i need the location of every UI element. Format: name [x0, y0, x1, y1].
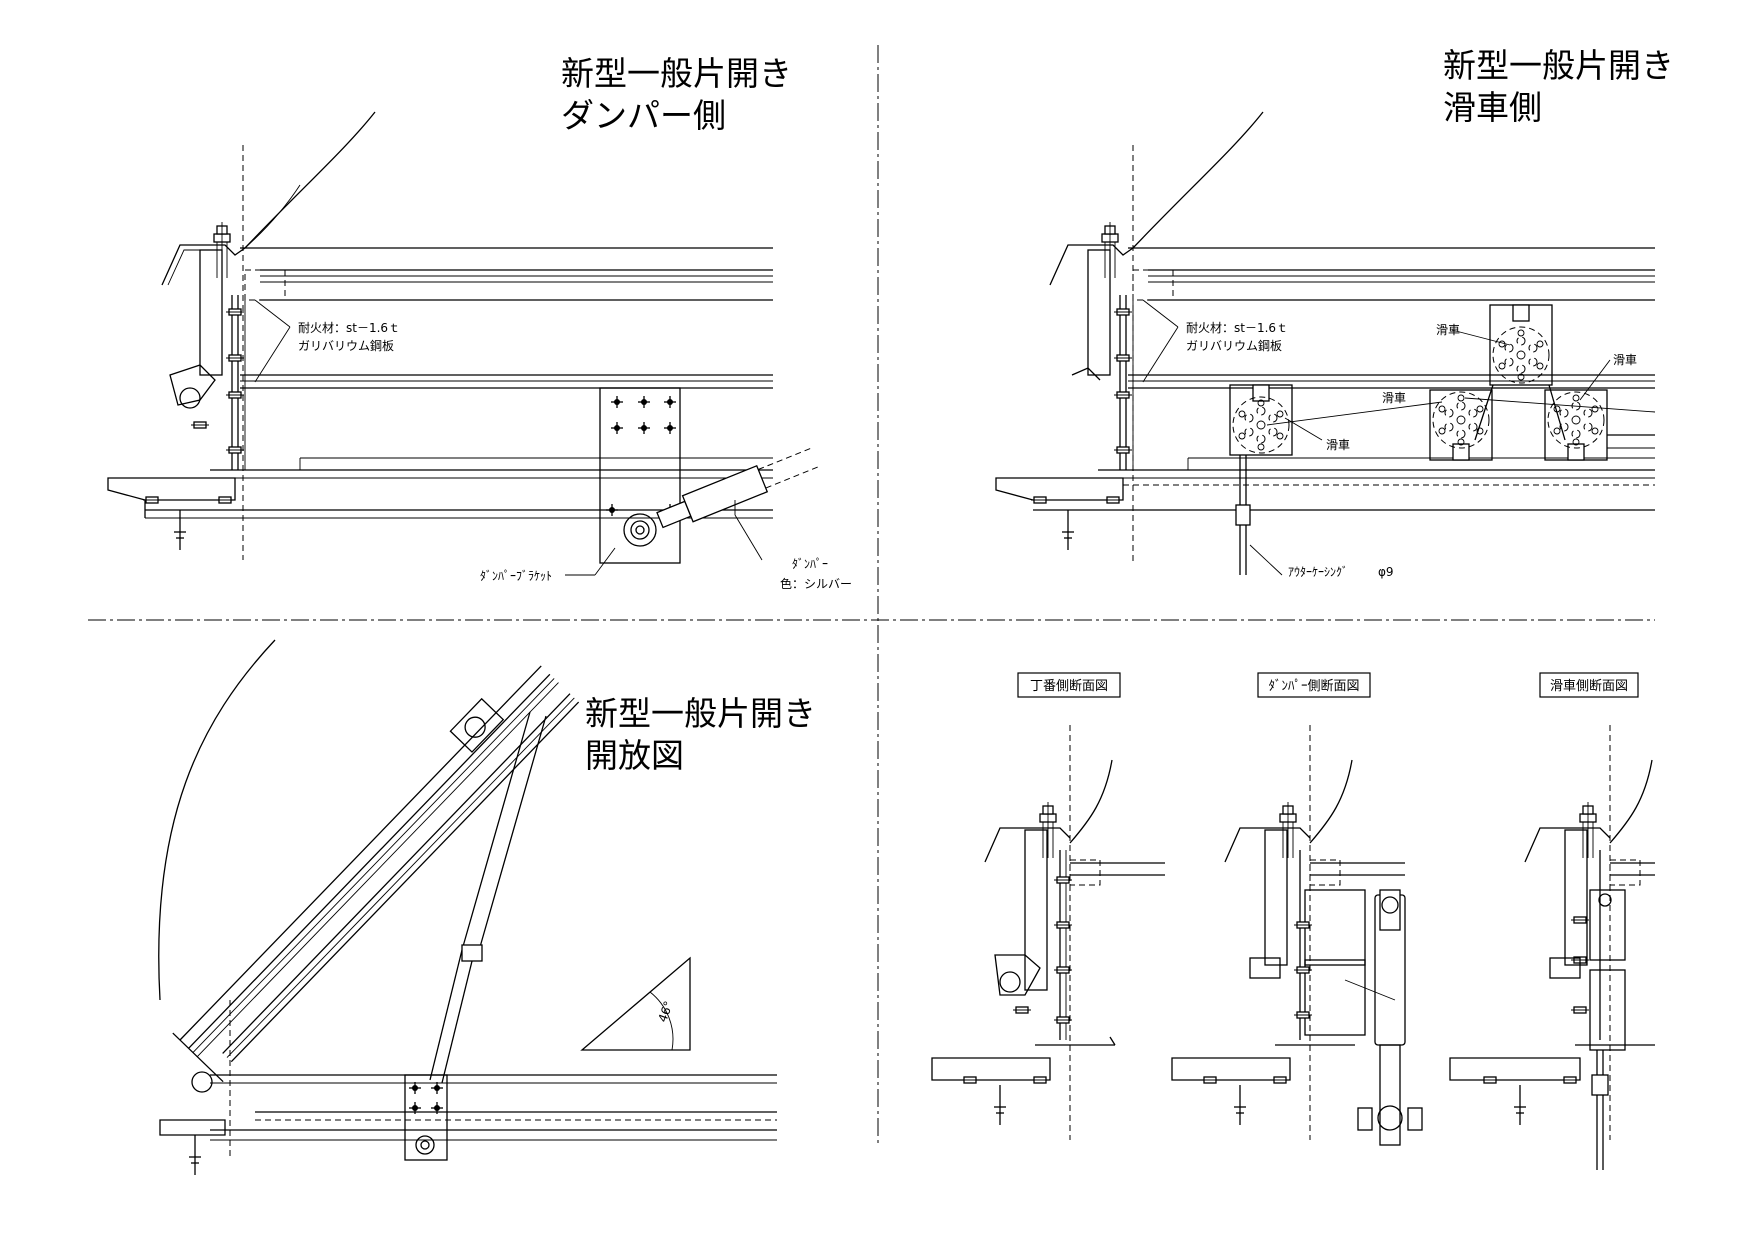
q2-pulley-side-drawing	[995, 111, 1656, 576]
damper-label: ﾀﾞﾝﾊﾟｰ	[792, 557, 828, 571]
pulley-label-4: 滑車	[1326, 438, 1350, 452]
q1-damper-side-drawing	[107, 111, 822, 576]
title-q3: 新型一般片開き 開放図	[585, 693, 816, 777]
title-q1: 新型一般片開き ダンパー側	[561, 53, 792, 137]
fire-material-label-q2-line2: ガリバリウム鋼板	[1186, 339, 1282, 353]
outer-casing-diameter-label: φ9	[1378, 565, 1394, 579]
title-q2-line2: 滑車側	[1443, 88, 1542, 127]
pulley-label-3: 滑車	[1382, 391, 1406, 405]
section-label-pulley: 滑車側断面図	[1550, 679, 1628, 694]
damper-bracket-label: ﾀﾞﾝﾊﾟｰﾌﾞﾗｹｯﾄ	[480, 569, 552, 583]
fire-material-label-q1-line1: 耐火材：st－1.6ｔ	[298, 321, 400, 335]
title-q1-line1: 新型一般片開き	[561, 54, 792, 93]
fire-material-label-q2-line1: 耐火材：st－1.6ｔ	[1186, 321, 1288, 335]
section-label-box-pulley	[1539, 672, 1639, 698]
section-label-damper: ﾀﾞﾝﾊﾟｰ側断面図	[1268, 679, 1359, 694]
damper-color-label: 色：シルバー	[780, 577, 852, 591]
section-label-hinge: 丁番側断面図	[1030, 679, 1108, 694]
title-q1-line2: ダンパー側	[561, 96, 726, 135]
title-q2: 新型一般片開き 滑車側	[1443, 45, 1674, 129]
title-q3-line1: 新型一般片開き	[585, 694, 816, 733]
title-q2-line1: 新型一般片開き	[1443, 46, 1674, 85]
section-label-box-damper	[1257, 672, 1371, 698]
section-label-box-hinge	[1017, 672, 1121, 698]
fire-material-label-q1-line2: ガリバリウム鋼板	[298, 339, 394, 353]
pulley-label-2: 滑車	[1613, 353, 1637, 367]
q3-open-view-drawing	[158, 639, 777, 1176]
q4-sections-drawing	[931, 725, 1655, 1170]
angle-label: 46°	[655, 999, 675, 1024]
outer-casing-label: ｱｳﾀｰｹｰｼﾝｸﾞ	[1288, 565, 1348, 579]
title-q3-line2: 開放図	[585, 736, 684, 775]
labels-layer: 耐火材：st－1.6ｔ ガリバリウム鋼板 ﾀﾞﾝﾊﾟｰﾌﾞﾗｹｯﾄ ﾀﾞﾝﾊﾟｰ…	[298, 321, 1639, 1024]
pulley-label-1: 滑車	[1436, 323, 1460, 337]
